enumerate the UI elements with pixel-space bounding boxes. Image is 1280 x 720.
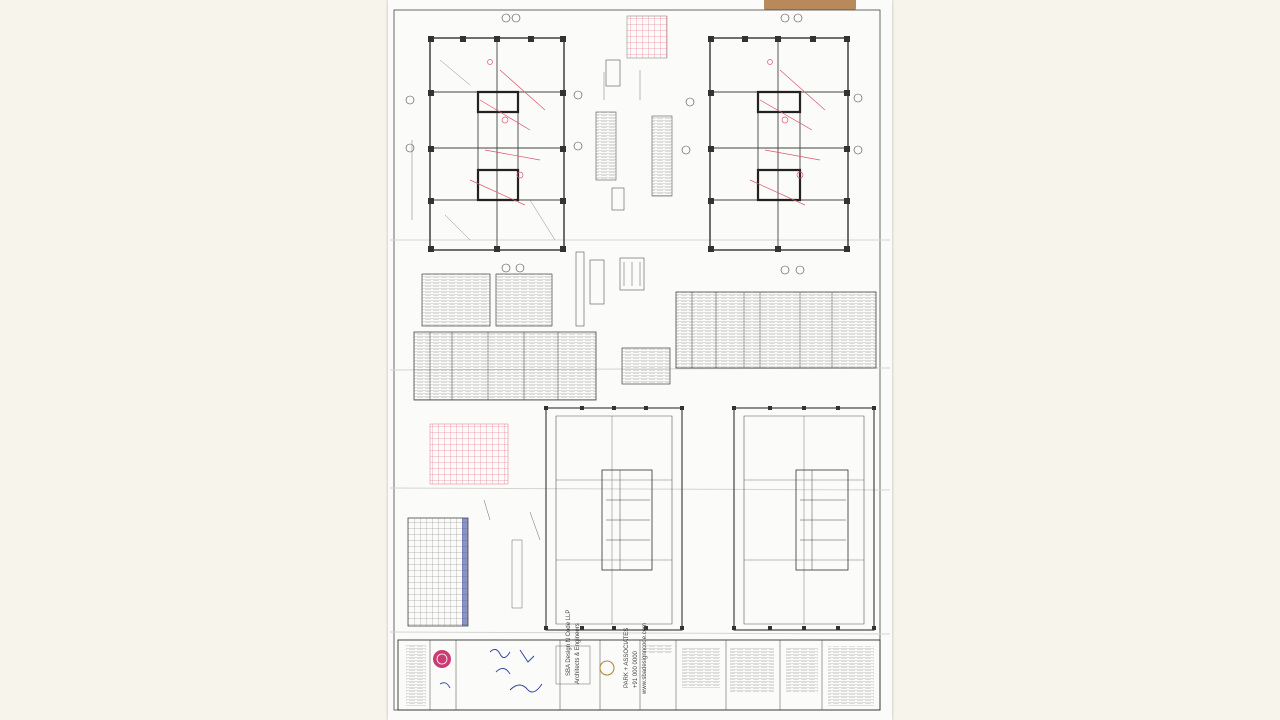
floor-plan-lower-right — [732, 406, 876, 631]
floor-plan-lower-left — [544, 406, 684, 631]
floor-plan-upper-left — [428, 36, 566, 252]
tape-strip — [764, 0, 856, 10]
consultant-name: PARK + ASSOCIATES — [624, 627, 630, 688]
schedule-tables — [407, 273, 877, 627]
signatures-icon — [439, 649, 543, 693]
consultant-website: www.sbadesignncode.com — [642, 622, 648, 694]
grid-bubbles — [405, 13, 863, 275]
official-seal-icon — [433, 650, 451, 668]
floor-plan-upper-right — [708, 36, 850, 252]
center-details — [411, 15, 673, 327]
consultant-phone: +91 000 0000 — [633, 651, 639, 688]
firm-logo-icon — [599, 660, 615, 676]
title-block — [397, 639, 881, 711]
firm-name: SBA Design N Code LLP — [566, 609, 572, 676]
firm-subtitle: Architects & Engineers — [575, 623, 581, 684]
